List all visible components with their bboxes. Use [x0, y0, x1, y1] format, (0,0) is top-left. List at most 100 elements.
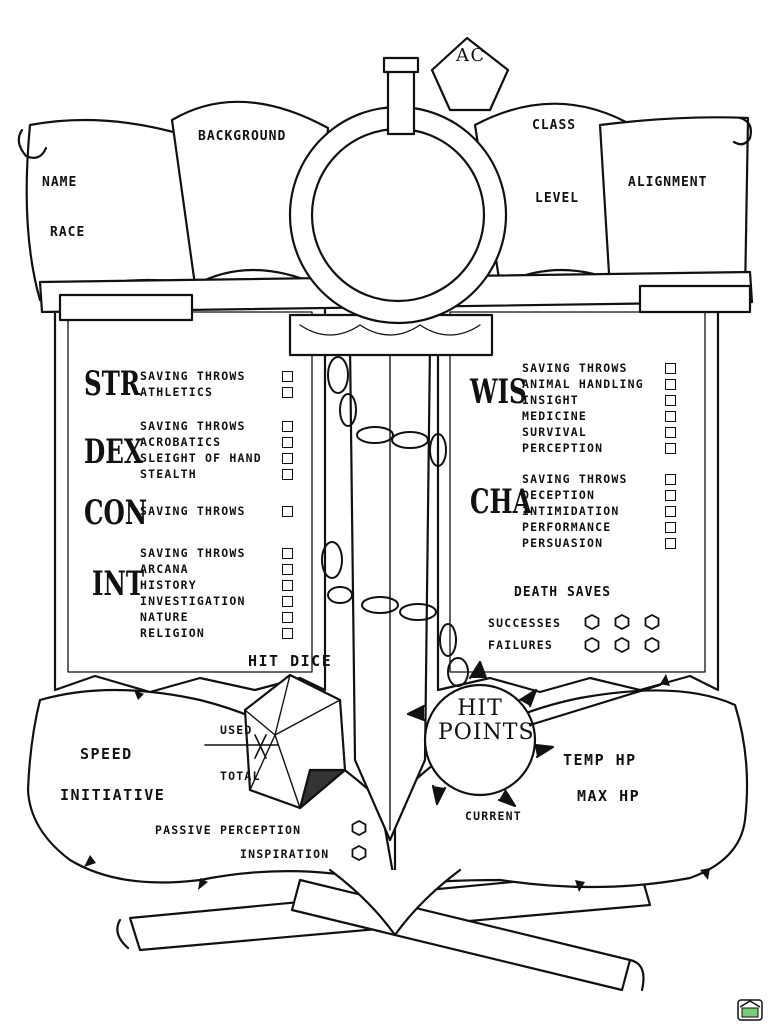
- skill-label: SAVING THROWS: [140, 504, 246, 518]
- skill-label: PERCEPTION: [522, 441, 604, 455]
- class-label[interactable]: CLASS: [532, 118, 577, 133]
- proficiency-checkbox[interactable]: [665, 474, 676, 485]
- skill-label: HISTORY: [140, 578, 197, 592]
- hit-points-line2: POINTS: [438, 720, 535, 745]
- skill-list-cha: SAVING THROWS DECEPTION INTIMIDATION PER…: [522, 471, 628, 551]
- proficiency-checkbox[interactable]: [665, 538, 676, 549]
- skill-label: DECEPTION: [522, 488, 596, 502]
- proficiency-checkbox[interactable]: [282, 548, 293, 559]
- skill-list-int: SAVING THROWS ARCANA HISTORY INVESTIGATI…: [140, 545, 246, 641]
- proficiency-checkbox[interactable]: [282, 469, 293, 480]
- proficiency-checkbox[interactable]: [282, 612, 293, 623]
- speed-label[interactable]: SPEED: [80, 745, 133, 763]
- skill-label: SAVING THROWS: [140, 419, 246, 433]
- hit-dice-used-label[interactable]: USED: [220, 723, 253, 737]
- skill-list-con: SAVING THROWS: [140, 503, 246, 519]
- hit-points-mace-icon: [406, 660, 662, 808]
- left-panel: [53, 298, 327, 694]
- skill-label: ATHLETICS: [140, 385, 214, 399]
- race-label[interactable]: RACE: [50, 225, 86, 240]
- lower-left-scroll: [26, 688, 397, 887]
- proficiency-checkbox[interactable]: [665, 506, 676, 517]
- proficiency-checkbox[interactable]: [282, 421, 293, 432]
- hit-points-line1: HIT: [457, 696, 503, 721]
- proficiency-checkbox[interactable]: [282, 596, 293, 607]
- skill-label: INTIMIDATION: [522, 504, 620, 518]
- current-hp-label[interactable]: CURRENT: [465, 809, 522, 823]
- ability-con: CON: [84, 493, 148, 533]
- skill-label: STEALTH: [140, 467, 197, 481]
- skill-list-dex: SAVING THROWS ACROBATICS SLEIGHT OF HAND…: [140, 418, 262, 482]
- death-save-success-hexagon-icon[interactable]: [614, 614, 630, 630]
- skill-label: RELIGION: [140, 626, 205, 640]
- proficiency-checkbox[interactable]: [665, 490, 676, 501]
- skill-list-wis: SAVING THROWS ANIMAL HANDLING INSIGHT ME…: [522, 360, 644, 456]
- proficiency-checkbox[interactable]: [665, 443, 676, 454]
- proficiency-checkbox[interactable]: [282, 387, 293, 398]
- inspiration-label: INSPIRATION: [240, 847, 330, 861]
- inspiration-hexagon-icon[interactable]: [351, 845, 367, 861]
- proficiency-checkbox[interactable]: [282, 437, 293, 448]
- background-scroll: [170, 100, 330, 287]
- death-saves-failures-label: FAILURES: [488, 638, 553, 652]
- death-save-failure-hexagon-icon[interactable]: [584, 637, 600, 653]
- skill-label: SLEIGHT OF HAND: [140, 451, 262, 465]
- death-save-failure-hexagon-icon[interactable]: [614, 637, 630, 653]
- skill-label: INSIGHT: [522, 393, 579, 407]
- ability-cha: CHA: [470, 482, 532, 522]
- max-hp-label[interactable]: MAX HP: [577, 787, 641, 805]
- passive-perception-hexagon-icon[interactable]: [351, 820, 367, 836]
- skill-label: ANIMAL HANDLING: [522, 377, 644, 391]
- proficiency-checkbox[interactable]: [282, 628, 293, 639]
- skill-list-str: SAVING THROWS ATHLETICS: [140, 368, 246, 400]
- proficiency-checkbox[interactable]: [282, 564, 293, 575]
- skill-label: PERSUASION: [522, 536, 604, 550]
- skill-label: SAVING THROWS: [140, 369, 246, 383]
- death-saves-title: DEATH SAVES: [514, 585, 612, 600]
- chain-icon: [321, 356, 469, 687]
- death-save-failure-hexagon-icon[interactable]: [644, 637, 660, 653]
- proficiency-checkbox[interactable]: [282, 580, 293, 591]
- skill-label: SAVING THROWS: [522, 361, 628, 375]
- skill-label: PERFORMANCE: [522, 520, 612, 534]
- skill-label: ACROBATICS: [140, 435, 222, 449]
- ability-str: STR: [84, 364, 141, 404]
- death-save-success-hexagon-icon[interactable]: [644, 614, 660, 630]
- proficiency-checkbox[interactable]: [665, 427, 676, 438]
- proficiency-checkbox[interactable]: [665, 522, 676, 533]
- hit-points-title: HIT POINTS: [438, 696, 535, 745]
- death-save-success-hexagon-icon[interactable]: [584, 614, 600, 630]
- background-label[interactable]: BACKGROUND: [198, 129, 287, 144]
- temp-hp-label[interactable]: TEMP HP: [563, 751, 637, 769]
- ac-label: AC: [456, 45, 486, 66]
- level-label[interactable]: LEVEL: [535, 191, 580, 206]
- proficiency-checkbox[interactable]: [282, 371, 293, 382]
- skill-label: ARCANA: [140, 562, 189, 576]
- skill-label: NATURE: [140, 610, 189, 624]
- skill-label: SAVING THROWS: [522, 472, 628, 486]
- skill-label: INVESTIGATION: [140, 594, 246, 608]
- skill-label: MEDICINE: [522, 409, 587, 423]
- ability-int: INT: [92, 564, 145, 604]
- ability-wis: WIS: [470, 372, 527, 412]
- logo-icon: [737, 999, 763, 1021]
- proficiency-checkbox[interactable]: [282, 506, 293, 517]
- passive-perception-label: PASSIVE PERCEPTION: [155, 823, 302, 837]
- name-label[interactable]: NAME: [42, 175, 78, 190]
- proficiency-checkbox[interactable]: [665, 363, 676, 374]
- ac-shield-icon: [430, 36, 510, 112]
- ability-dex: DEX: [84, 432, 143, 472]
- initiative-label[interactable]: INITIATIVE: [60, 786, 166, 804]
- proficiency-checkbox[interactable]: [665, 411, 676, 422]
- proficiency-checkbox[interactable]: [665, 395, 676, 406]
- hit-dice-title: HIT DICE: [248, 652, 333, 670]
- alignment-label[interactable]: ALIGNMENT: [628, 175, 708, 190]
- proficiency-checkbox[interactable]: [665, 379, 676, 390]
- d20-icon: [243, 673, 347, 810]
- death-saves-successes-label: SUCCESSES: [488, 616, 562, 630]
- proficiency-checkbox[interactable]: [282, 453, 293, 464]
- skill-label: SAVING THROWS: [140, 546, 246, 560]
- skill-label: SURVIVAL: [522, 425, 587, 439]
- hit-dice-total-label[interactable]: TOTAL: [220, 769, 261, 783]
